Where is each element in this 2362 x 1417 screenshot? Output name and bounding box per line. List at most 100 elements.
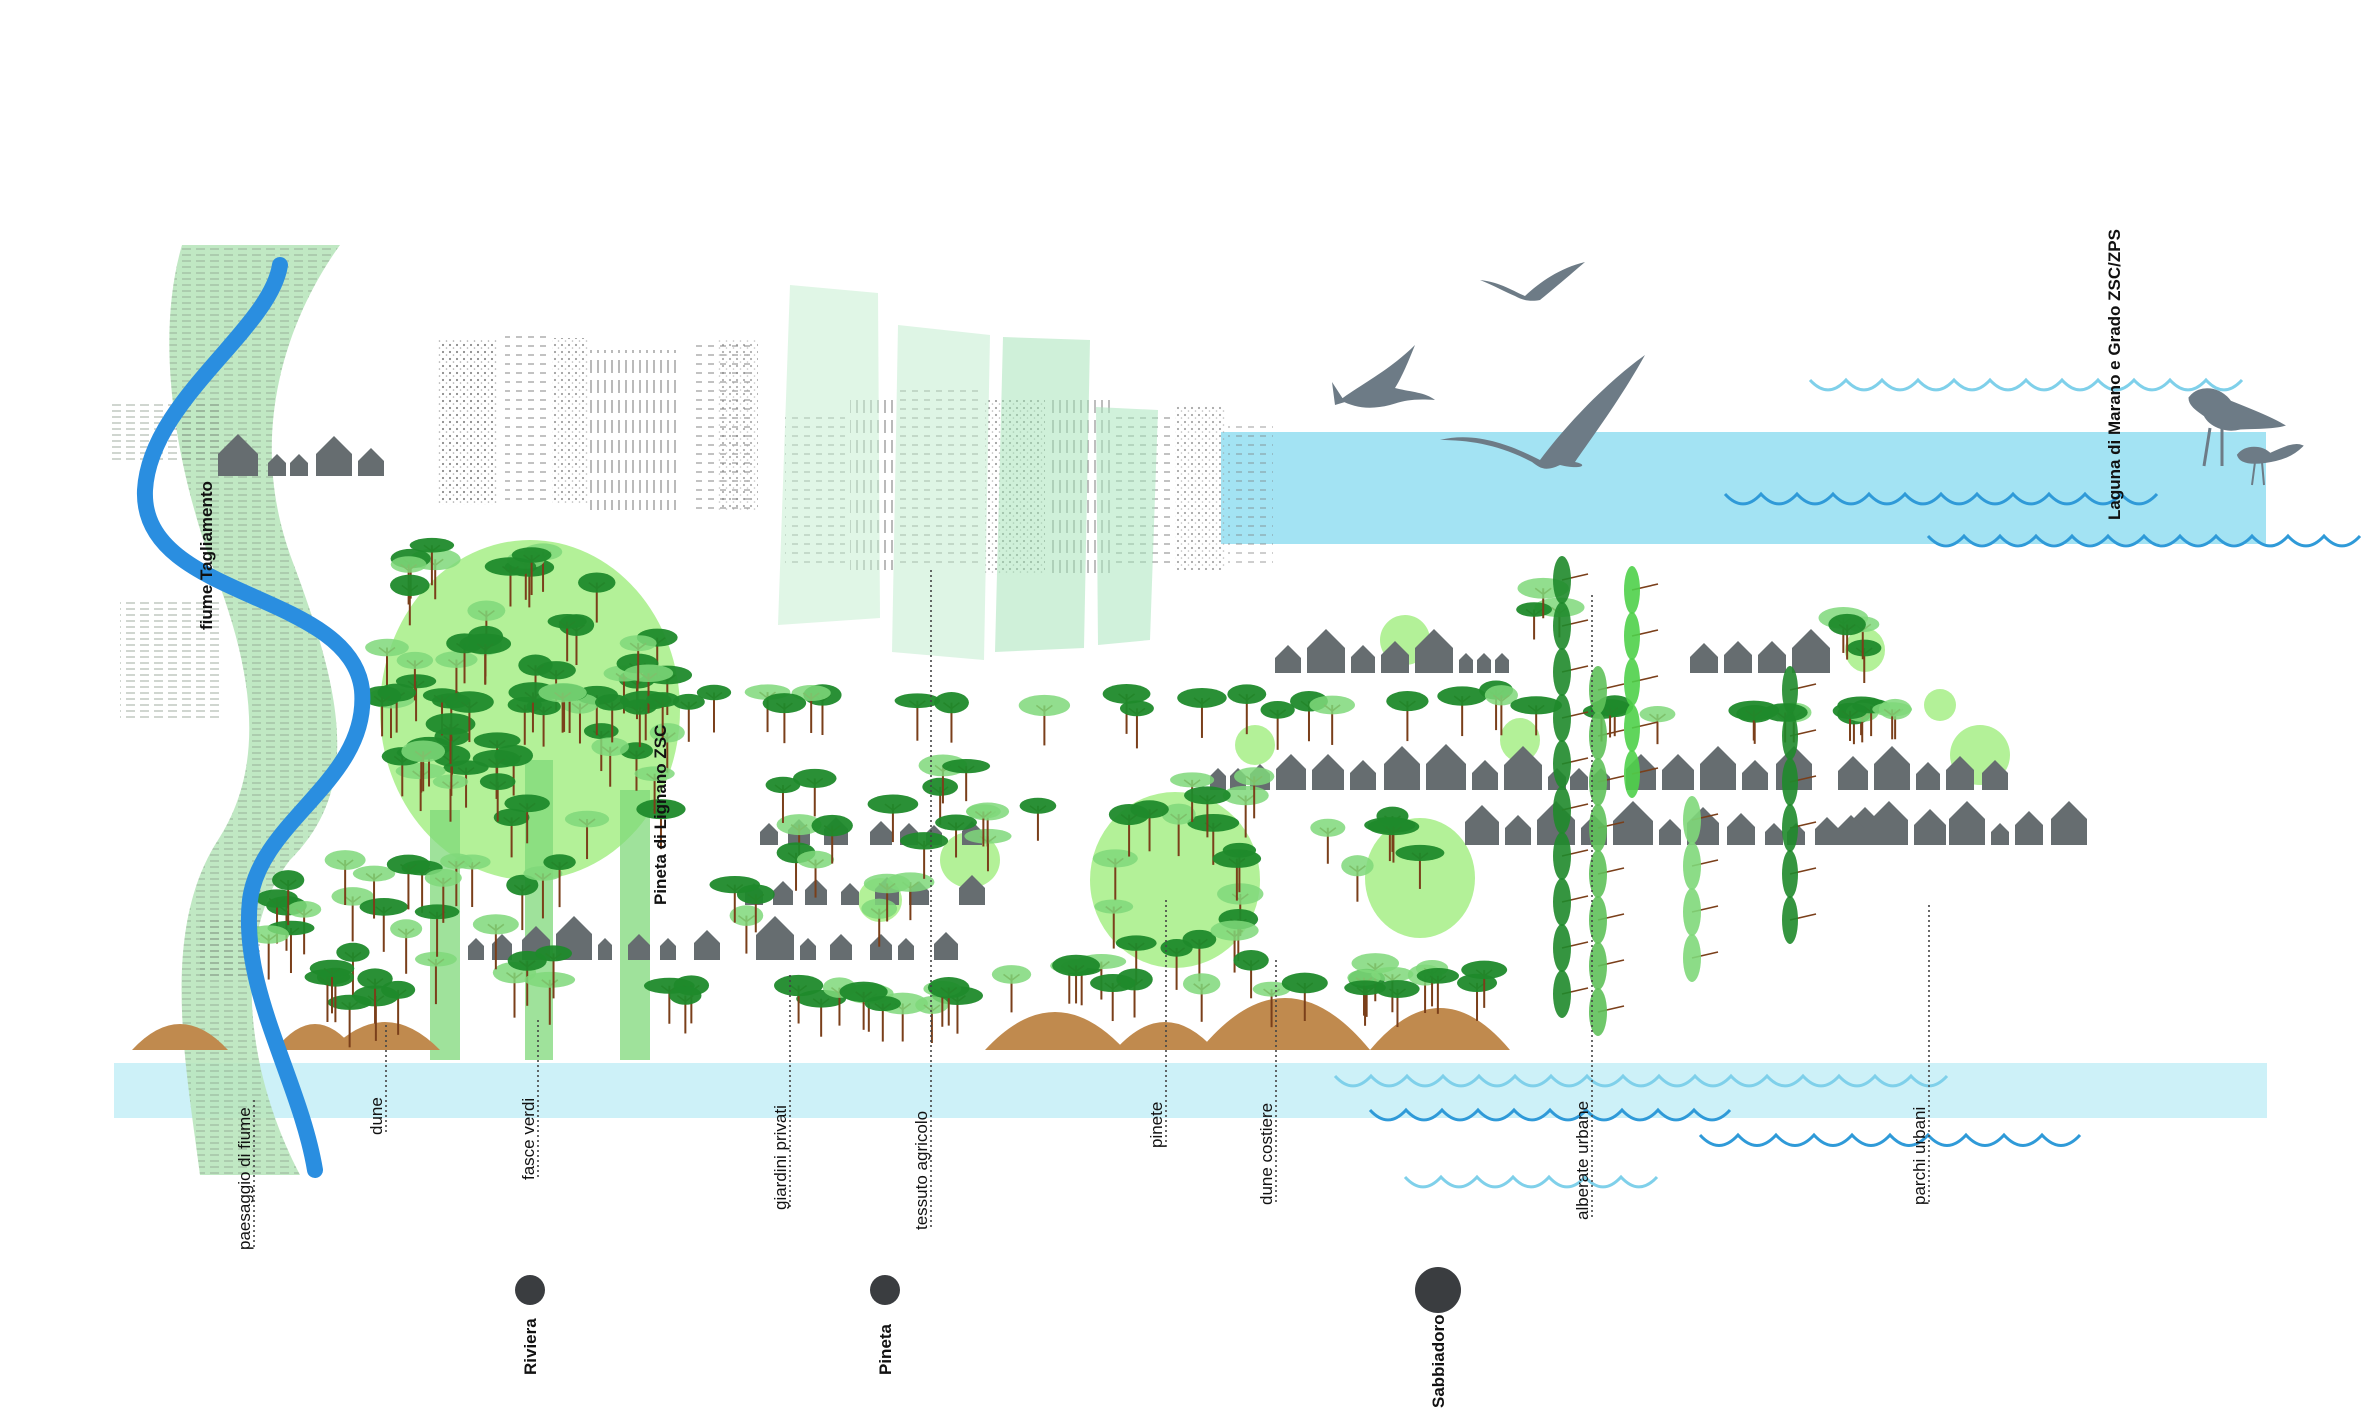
canopy-blob bbox=[940, 832, 1000, 888]
wave-line bbox=[1698, 1132, 2082, 1147]
house-icon bbox=[959, 875, 985, 905]
canopy-blob bbox=[1924, 689, 1956, 721]
pine-tree-icon bbox=[1344, 980, 1386, 1026]
house-icon bbox=[468, 938, 484, 960]
house-icon bbox=[1838, 756, 1868, 790]
pine-tree-icon bbox=[401, 740, 446, 792]
category-label: pinete bbox=[1147, 1102, 1166, 1148]
house-icon bbox=[1472, 760, 1498, 790]
pine-tree-icon bbox=[1019, 797, 1057, 841]
pine-tree-icon bbox=[619, 635, 657, 684]
street-tree-icon bbox=[1553, 556, 1589, 604]
house-icon bbox=[1384, 746, 1420, 790]
house-icon bbox=[1477, 653, 1491, 673]
pine-tree-icon bbox=[390, 919, 423, 974]
pine-tree-icon bbox=[493, 808, 530, 858]
pine-tree-icon bbox=[564, 810, 610, 860]
category-label: dune bbox=[367, 1097, 386, 1135]
wave-line bbox=[1333, 1073, 1949, 1088]
house-icon bbox=[841, 883, 859, 905]
pine-tree-icon bbox=[1484, 685, 1518, 736]
pine-tree-icon bbox=[1416, 968, 1460, 1014]
house-icon bbox=[1415, 629, 1453, 673]
pine-tree-icon bbox=[935, 814, 977, 858]
house-icon bbox=[1312, 754, 1344, 790]
pine-tree-icon bbox=[425, 713, 476, 764]
pine-tree-icon bbox=[309, 959, 355, 1014]
pine-tree-icon bbox=[867, 794, 919, 843]
pine-tree-icon bbox=[459, 633, 512, 684]
river-hatch-left bbox=[110, 400, 260, 980]
house-icon bbox=[1991, 823, 2009, 845]
wave-line bbox=[1368, 1107, 1732, 1122]
street-tree-icon bbox=[1553, 740, 1589, 788]
street-tree-icon bbox=[1683, 796, 1719, 844]
pine-tree-icon bbox=[1260, 700, 1295, 750]
pine-tree-icon bbox=[359, 898, 408, 952]
pine-tree-icon bbox=[357, 968, 393, 1024]
pine-tree-icon bbox=[415, 951, 457, 1005]
pine-tree-icon bbox=[365, 638, 409, 688]
street-tree-icon bbox=[1624, 704, 1659, 752]
pine-tree-icon bbox=[331, 887, 374, 942]
house-icon bbox=[934, 932, 958, 960]
category-label: parchi urbani bbox=[1910, 1107, 1929, 1205]
pine-tree-icon bbox=[1281, 972, 1328, 1021]
pine-tree-icon bbox=[1828, 613, 1866, 660]
house-icon bbox=[598, 938, 612, 960]
pine-tree-icon bbox=[594, 694, 630, 743]
street-tree-icon bbox=[1589, 896, 1625, 944]
street-tree-icon bbox=[1589, 804, 1625, 852]
place-dot bbox=[1415, 1267, 1461, 1313]
house-icon bbox=[1838, 815, 1864, 845]
house-icon bbox=[694, 930, 720, 960]
pine-tree-icon bbox=[479, 773, 516, 822]
category-label: paesaggio di fiume bbox=[235, 1107, 254, 1250]
house-icon bbox=[628, 934, 650, 960]
trees bbox=[248, 537, 1913, 1048]
gull-icon bbox=[1480, 262, 1585, 301]
dune-shape bbox=[275, 1024, 355, 1050]
pine-tree-icon bbox=[1222, 785, 1269, 838]
dune-shape bbox=[330, 1022, 440, 1050]
agricultural-texture bbox=[437, 285, 1273, 660]
street-tree-icon bbox=[1553, 924, 1589, 972]
pine-tree-icon bbox=[1161, 803, 1196, 857]
house-icon bbox=[358, 448, 384, 476]
pine-tree-icon bbox=[942, 759, 991, 802]
buildings bbox=[218, 434, 2087, 960]
house-icon bbox=[870, 934, 892, 960]
pine-tree-icon bbox=[927, 977, 970, 1026]
pine-tree-icon bbox=[863, 873, 911, 922]
street-tree-icon bbox=[1553, 648, 1589, 696]
pine-tree-icon bbox=[578, 572, 616, 623]
wave-line bbox=[1808, 377, 2244, 392]
pine-tree-icon bbox=[1395, 844, 1445, 889]
house-icon bbox=[1504, 746, 1542, 790]
pine-tree-icon bbox=[1052, 954, 1100, 1004]
pine-tree-icon bbox=[1177, 688, 1227, 738]
pine-tree-icon bbox=[1847, 639, 1882, 684]
pine-tree-icon bbox=[796, 850, 835, 898]
street-tree-icon bbox=[1624, 658, 1659, 706]
pine-tree-icon bbox=[774, 974, 824, 1024]
birds bbox=[1332, 262, 2304, 486]
pine-tree-icon bbox=[324, 850, 366, 906]
pine-tree-icon bbox=[1341, 855, 1374, 902]
house-icon bbox=[1727, 813, 1755, 845]
pine-tree-icon bbox=[1227, 684, 1267, 735]
river-label: fiume Tagliamento bbox=[197, 481, 216, 630]
wave-line bbox=[1723, 491, 2159, 506]
house-icon bbox=[1982, 760, 2008, 790]
category-label: fasce verdi bbox=[519, 1098, 538, 1180]
pine-tree-icon bbox=[669, 986, 702, 1034]
pine-tree-icon bbox=[504, 794, 550, 844]
house-icon bbox=[1742, 760, 1768, 790]
pine-tree-icon bbox=[623, 664, 674, 714]
place-label: Pineta bbox=[876, 1323, 895, 1375]
river-tagliamento-line bbox=[136, 257, 371, 1178]
pine-tree-icon bbox=[583, 723, 619, 772]
pine-tree-icon bbox=[1639, 706, 1676, 745]
pine-tree-icon bbox=[672, 693, 705, 742]
